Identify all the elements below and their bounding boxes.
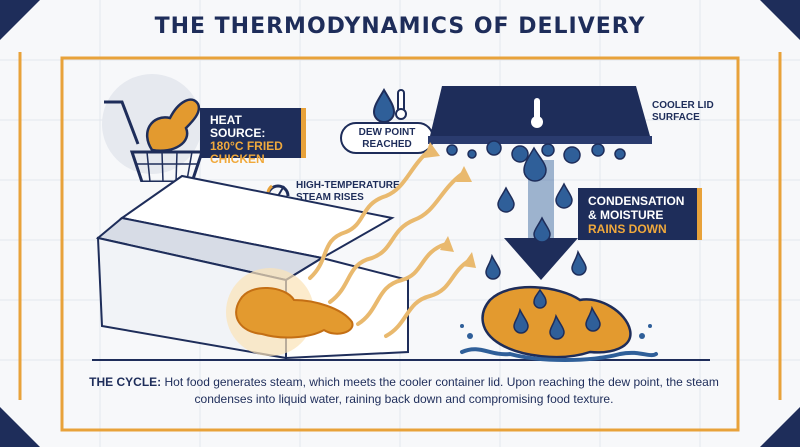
cooler-lid-label: COOLER LID SURFACE (652, 100, 714, 123)
water-drop-icon (372, 88, 407, 122)
cycle-description: THE CYCLE: Hot food generates steam, whi… (89, 375, 719, 406)
container-illustration (95, 142, 658, 362)
cooler-lid (428, 86, 652, 164)
condensation-label: CONDENSATION & MOISTURE RAINS DOWN (578, 188, 702, 240)
page-title: THE THERMODYNAMICS OF DELIVERY (154, 14, 646, 39)
dew-point-label: DEW POINT REACHED (340, 122, 434, 154)
fried-chicken-basket-icon (102, 74, 205, 182)
heat-source-label: HEAT SOURCE: 180°C FRIED CHICKEN (200, 108, 306, 166)
steam-label: HIGH-TEMPERATURE STEAM RISES (296, 180, 400, 203)
